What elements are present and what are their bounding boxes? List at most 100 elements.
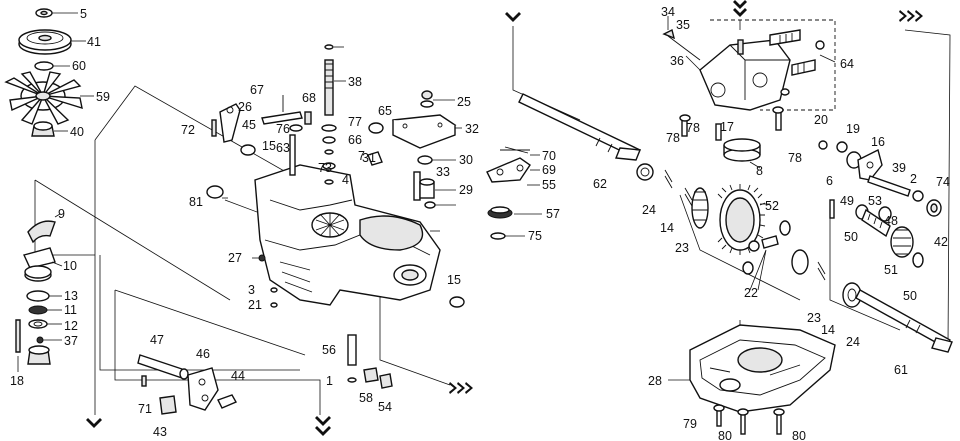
callout-number: 70	[542, 149, 556, 163]
callout-number: 61	[894, 363, 908, 377]
callout-number: 80	[792, 429, 806, 441]
callout-number: 69	[542, 163, 556, 177]
callout-number: 26	[238, 100, 252, 114]
callout-number: 24	[642, 203, 656, 217]
callout-number: 28	[648, 374, 662, 388]
cover-and-caps	[367, 90, 462, 209]
callout-number: 36	[670, 54, 684, 68]
callout-number: 23	[675, 241, 689, 255]
callout-number: 14	[660, 221, 674, 235]
callout-number: 56	[322, 343, 336, 357]
chevron-down-icon	[733, 0, 747, 17]
callout-number: 35	[676, 18, 690, 32]
callout-number: 54	[378, 400, 392, 414]
control-levers	[211, 95, 312, 176]
shaft-38-stack	[321, 44, 346, 185]
callout-number: 50	[844, 230, 858, 244]
callout-number: 75	[528, 229, 542, 243]
callout-number: 57	[546, 207, 560, 221]
callout-number: 72	[181, 123, 195, 137]
callout-number: 64	[840, 57, 854, 71]
callout-number: 38	[348, 75, 362, 89]
callout-number: 73	[318, 161, 332, 175]
callout-number: 52	[765, 199, 779, 213]
callout-number: 46	[196, 347, 210, 361]
callout-number: 15	[447, 273, 461, 287]
cooling-fan	[4, 71, 83, 125]
callout-number: 59	[96, 90, 110, 104]
callout-number: 32	[465, 122, 479, 136]
center-section-block	[662, 16, 836, 141]
main-housing	[206, 144, 465, 308]
bearing-8	[723, 138, 761, 169]
callout-number: 79	[683, 417, 697, 431]
callout-number: 71	[138, 402, 152, 416]
callout-number: 6	[826, 174, 833, 188]
callout-number: 60	[72, 59, 86, 73]
callout-number: 30	[459, 153, 473, 167]
callout-number: 49	[840, 194, 854, 208]
callout-number: 19	[846, 122, 860, 136]
callout-number: 14	[821, 323, 835, 337]
callout-number: 13	[64, 289, 78, 303]
callout-number: 78	[686, 121, 700, 135]
callout-number: 15	[262, 139, 276, 153]
callout-number: 80	[718, 429, 732, 441]
callout-number: 78	[666, 131, 680, 145]
callout-number: 44	[231, 369, 245, 383]
brake-parts-group	[15, 213, 63, 372]
callout-number: 45	[242, 118, 256, 132]
callout-number: 10	[63, 259, 77, 273]
callout-number: 39	[892, 161, 906, 175]
callout-number: 17	[720, 120, 734, 134]
callout-number: 40	[70, 125, 84, 139]
callout-number: 16	[871, 135, 885, 149]
callout-number: 51	[884, 263, 898, 277]
callout-number: 20	[814, 113, 828, 127]
callout-number: 37	[64, 334, 78, 348]
chevron-down-icon	[505, 12, 521, 22]
callout-number: 47	[150, 333, 164, 347]
callout-number: 31	[362, 151, 376, 165]
callout-number: 41	[87, 35, 101, 49]
pulley	[18, 29, 72, 55]
right-side-brake-and-axle	[817, 140, 953, 353]
callout-number: 1	[326, 374, 333, 388]
chevron-down-icon	[86, 418, 102, 428]
callout-number: 68	[302, 91, 316, 105]
callout-number: 8	[756, 164, 763, 178]
callout-number: 4	[342, 173, 349, 187]
callout-number: 42	[934, 235, 948, 249]
callout-number: 53	[868, 194, 882, 208]
callout-number: 66	[348, 133, 362, 147]
callout-number: 33	[436, 165, 450, 179]
callout-number: 24	[846, 335, 860, 349]
callout-number: 27	[228, 251, 242, 265]
callout-number: 29	[459, 183, 473, 197]
callout-number: 3	[248, 283, 255, 297]
chevron-right-icon	[449, 382, 473, 394]
assembly-guide-lines	[34, 20, 951, 415]
gears-group	[691, 184, 809, 291]
callout-number: 78	[788, 151, 802, 165]
callout-number: 25	[457, 95, 471, 109]
axle-62	[518, 93, 693, 207]
callout-number: 9	[58, 207, 65, 221]
callout-number: 21	[248, 298, 262, 312]
callout-number: 55	[542, 178, 556, 192]
callout-number: 58	[359, 391, 373, 405]
callout-number: 48	[884, 214, 898, 228]
callout-number: 12	[64, 319, 78, 333]
callout-number: 34	[661, 5, 675, 19]
callout-number: 11	[64, 303, 77, 317]
callout-number: 65	[378, 104, 392, 118]
callout-number: 63	[276, 141, 290, 155]
callout-number: 18	[10, 374, 24, 388]
callout-number: 7	[358, 149, 365, 163]
callout-number: 62	[593, 177, 607, 191]
callout-number: 5	[80, 7, 87, 21]
chevron-down-icon	[315, 416, 331, 436]
callout-number: 50	[903, 289, 917, 303]
